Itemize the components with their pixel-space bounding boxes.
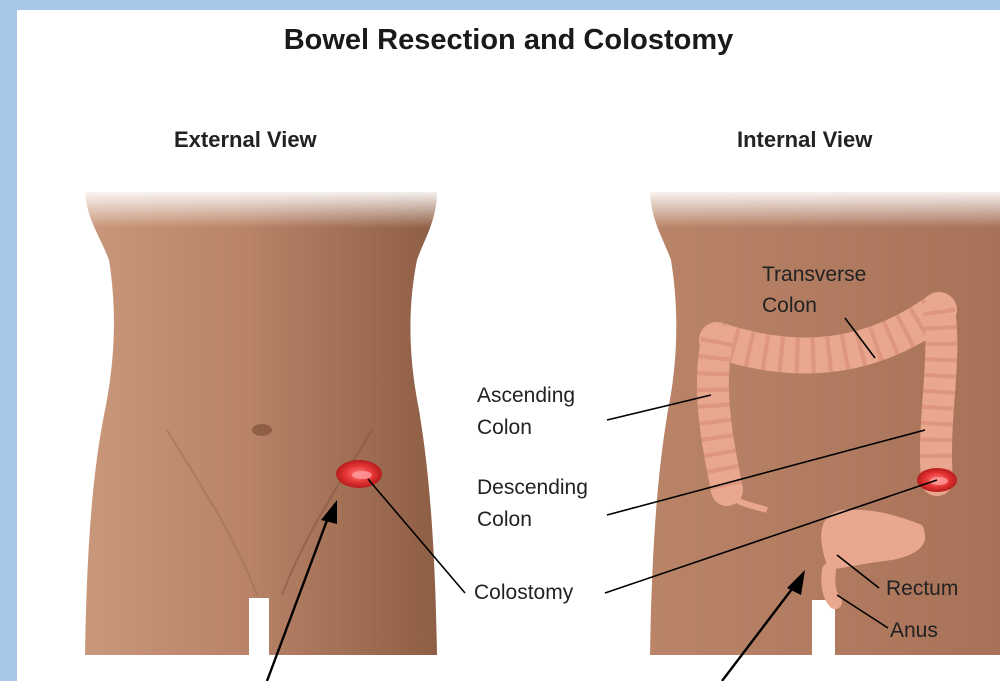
label-descending-colon-line2: Colon [477, 504, 532, 535]
frame-top-border [0, 0, 1000, 10]
external-stoma [336, 460, 382, 488]
label-ascending-colon-line2: Colon [477, 412, 532, 443]
label-colostomy: Colostomy [474, 577, 573, 608]
label-rectum: Rectum [886, 573, 958, 604]
frame-left-border [0, 0, 17, 681]
label-anus: Anus [890, 615, 938, 646]
label-transverse-colon-line2: Colon [762, 290, 817, 321]
label-ascending-colon-line1: Ascending [477, 380, 575, 411]
label-transverse-colon-line1: Transverse [762, 259, 866, 290]
navel [252, 424, 272, 436]
label-descending-colon-line1: Descending [477, 472, 588, 503]
external-torso [77, 188, 447, 655]
diagram-canvas: Bowel Resection and Colostomy External V… [17, 10, 1000, 681]
